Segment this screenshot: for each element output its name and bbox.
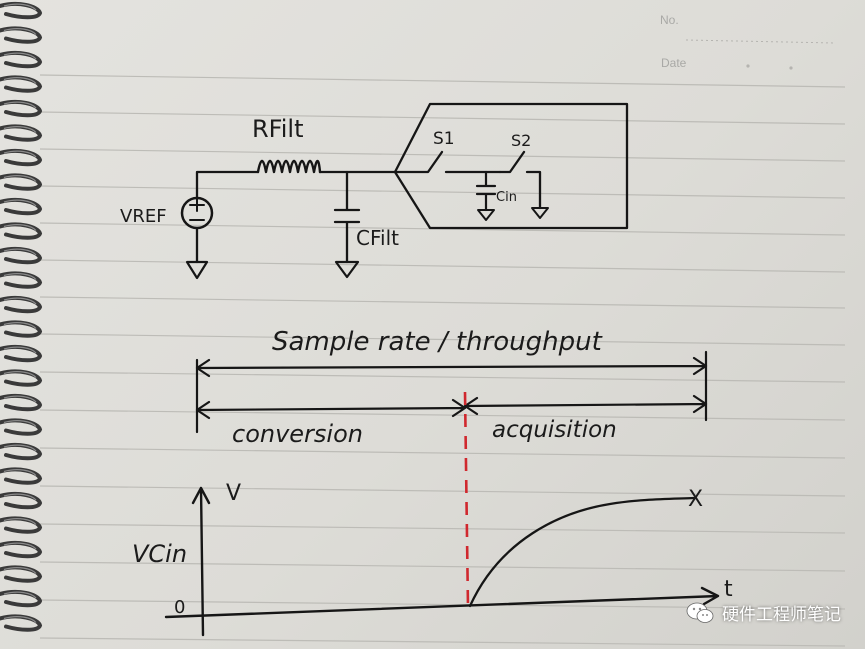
spiral-binding (0, 2, 43, 632)
spiral-coil-highlight (3, 542, 37, 550)
x-axis-label: t (724, 577, 733, 602)
header-no-line (685, 39, 836, 44)
spiral-coil-highlight (3, 493, 37, 501)
wire-s2-ground (525, 170, 542, 210)
spiral-coil-highlight (3, 199, 37, 207)
y-axis (191, 486, 211, 637)
ground-symbol (531, 207, 549, 219)
header-dot (746, 64, 750, 68)
y-axis-label: V (226, 481, 241, 506)
ground-symbol (334, 260, 360, 279)
spiral-coil-highlight (3, 28, 37, 35)
spiral-coil-highlight (3, 273, 37, 280)
input-cap-label: Cin (496, 190, 517, 205)
spiral-coil-highlight (3, 567, 37, 574)
input-capacitor (475, 170, 497, 212)
x-axis (164, 586, 720, 619)
switch1-label: S1 (433, 129, 455, 149)
conversion-acquisition-boundary (463, 391, 470, 609)
header-dot (789, 66, 793, 70)
spiral-coil-highlight (3, 395, 37, 403)
total-period-arrow (195, 356, 708, 378)
resistor (256, 159, 322, 174)
switch-s1 (393, 150, 444, 174)
conversion-label: conversion (232, 420, 363, 448)
acquisition-label: acquisition (492, 417, 617, 443)
spiral-coil-highlight (3, 469, 37, 476)
spiral-coil-highlight (3, 297, 37, 305)
spiral-coil-highlight (3, 346, 37, 354)
ground-symbol (185, 260, 209, 280)
acquisition-arrow (463, 394, 708, 416)
spiral-coil-highlight (3, 248, 37, 256)
header-no: No. (660, 13, 679, 27)
spiral-coil-highlight (3, 322, 37, 329)
spiral-coil-highlight (3, 591, 37, 599)
ground-symbol (477, 209, 495, 221)
spiral-coil-highlight (3, 175, 37, 182)
wechat-icon (686, 602, 714, 623)
origin-label: 0 (174, 597, 185, 618)
spiral-coil-highlight (3, 101, 37, 109)
spiral-coil-highlight (3, 150, 37, 158)
feedback-loop-wire (393, 102, 629, 230)
timing-annotation: Sample rate / throughput conversion acqu… (195, 327, 708, 448)
circuit-schematic: VREF RFilt CFilt S1 Cin S2 (120, 102, 629, 280)
spiral-coil-highlight (3, 420, 37, 427)
spiral-coil-highlight (3, 371, 37, 378)
spiral-coil-highlight (3, 616, 37, 623)
spiral-coil-highlight (3, 518, 37, 525)
curve-end-marker: X (688, 487, 703, 512)
filter-capacitor (333, 170, 361, 264)
spiral-coil-highlight (3, 126, 37, 133)
spiral-coil-highlight (3, 224, 37, 231)
switch2-label: S2 (511, 131, 531, 150)
spiral-coil-highlight (3, 444, 37, 452)
header-date: Date (661, 56, 687, 70)
spiral-coil-highlight (3, 52, 37, 60)
voltage-graph: V t 0 VCin X (132, 481, 733, 637)
spiral-coil-highlight (3, 77, 37, 84)
curve-label: VCin (132, 540, 187, 568)
switch-s2 (498, 150, 526, 174)
resistor-label: RFilt (252, 115, 303, 143)
watermark: 硬件工程师笔记 (686, 600, 841, 625)
wire-source-top (195, 170, 260, 200)
filter-cap-label: CFilt (356, 226, 399, 250)
source-polarity (189, 198, 205, 221)
source-label: VREF (120, 206, 167, 227)
total-period-label: Sample rate / throughput (272, 327, 603, 357)
watermark-text: 硬件工程师笔记 (722, 605, 841, 625)
voltage-rise-curve (468, 496, 696, 608)
spiral-coil-highlight (3, 3, 37, 11)
conversion-arrow (195, 398, 467, 420)
